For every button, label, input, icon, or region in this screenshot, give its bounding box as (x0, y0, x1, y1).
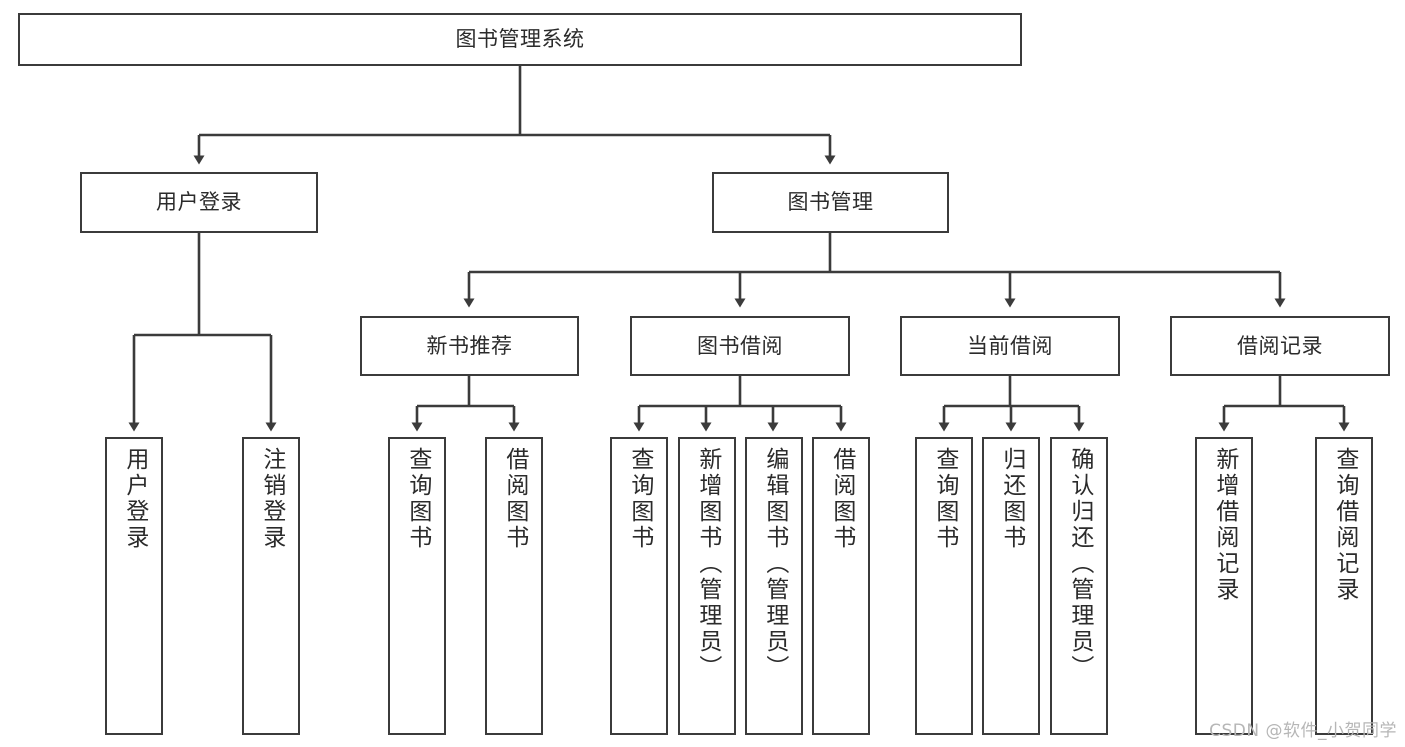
node-leaf-add-book[interactable]: 新增图书（管理员） (678, 437, 736, 735)
node-book-manage-label: 图书管理 (787, 190, 874, 214)
node-current-borrow[interactable]: 当前借阅 (900, 316, 1120, 376)
node-book-borrow-label: 图书借阅 (697, 333, 783, 358)
watermark: CSDN @软件_小贺同学 (1209, 721, 1397, 741)
node-leaf-query-book-3-label: 查询图书 (931, 447, 958, 551)
node-current-borrow-label: 当前借阅 (967, 333, 1053, 358)
node-leaf-user-logout-label: 注销登录 (258, 447, 285, 551)
node-leaf-confirm-return-label: 确认归还（管理员） (1066, 447, 1093, 681)
node-leaf-user-login-label: 用户登录 (121, 447, 148, 551)
node-leaf-add-record[interactable]: 新增借阅记录 (1195, 437, 1253, 735)
node-leaf-add-book-label: 新增图书（管理员） (694, 447, 721, 681)
node-leaf-query-book-2-label: 查询图书 (626, 447, 653, 551)
node-root[interactable]: 图书管理系统 (18, 13, 1022, 66)
node-new-book-rec-label: 新书推荐 (426, 333, 513, 358)
node-leaf-borrow-book-1-label: 借阅图书 (501, 447, 528, 551)
node-book-manage[interactable]: 图书管理 (712, 172, 949, 233)
node-leaf-query-book-2[interactable]: 查询图书 (610, 437, 668, 735)
node-leaf-query-book-1-label: 查询图书 (404, 447, 431, 551)
node-leaf-edit-book[interactable]: 编辑图书（管理员） (745, 437, 803, 735)
node-leaf-add-record-label: 新增借阅记录 (1211, 447, 1238, 603)
node-leaf-query-book-3[interactable]: 查询图书 (915, 437, 973, 735)
node-leaf-confirm-return[interactable]: 确认归还（管理员） (1050, 437, 1108, 735)
node-leaf-query-record[interactable]: 查询借阅记录 (1315, 437, 1373, 735)
node-borrow-record[interactable]: 借阅记录 (1170, 316, 1390, 376)
node-borrow-record-label: 借阅记录 (1237, 333, 1323, 358)
node-leaf-user-logout[interactable]: 注销登录 (242, 437, 300, 735)
node-root-label: 图书管理系统 (455, 27, 585, 51)
node-user-login[interactable]: 用户登录 (80, 172, 318, 233)
node-leaf-borrow-book-2-label: 借阅图书 (828, 447, 855, 551)
node-user-login-label: 用户登录 (156, 190, 242, 214)
node-leaf-return-book-label: 归还图书 (998, 447, 1025, 551)
node-leaf-borrow-book-1[interactable]: 借阅图书 (485, 437, 543, 735)
node-book-borrow[interactable]: 图书借阅 (630, 316, 850, 376)
node-leaf-edit-book-label: 编辑图书（管理员） (761, 447, 788, 681)
node-leaf-query-book-1[interactable]: 查询图书 (388, 437, 446, 735)
node-leaf-return-book[interactable]: 归还图书 (982, 437, 1040, 735)
node-leaf-user-login[interactable]: 用户登录 (105, 437, 163, 735)
node-new-book-rec[interactable]: 新书推荐 (360, 316, 579, 376)
node-leaf-query-record-label: 查询借阅记录 (1331, 447, 1358, 603)
node-leaf-borrow-book-2[interactable]: 借阅图书 (812, 437, 870, 735)
